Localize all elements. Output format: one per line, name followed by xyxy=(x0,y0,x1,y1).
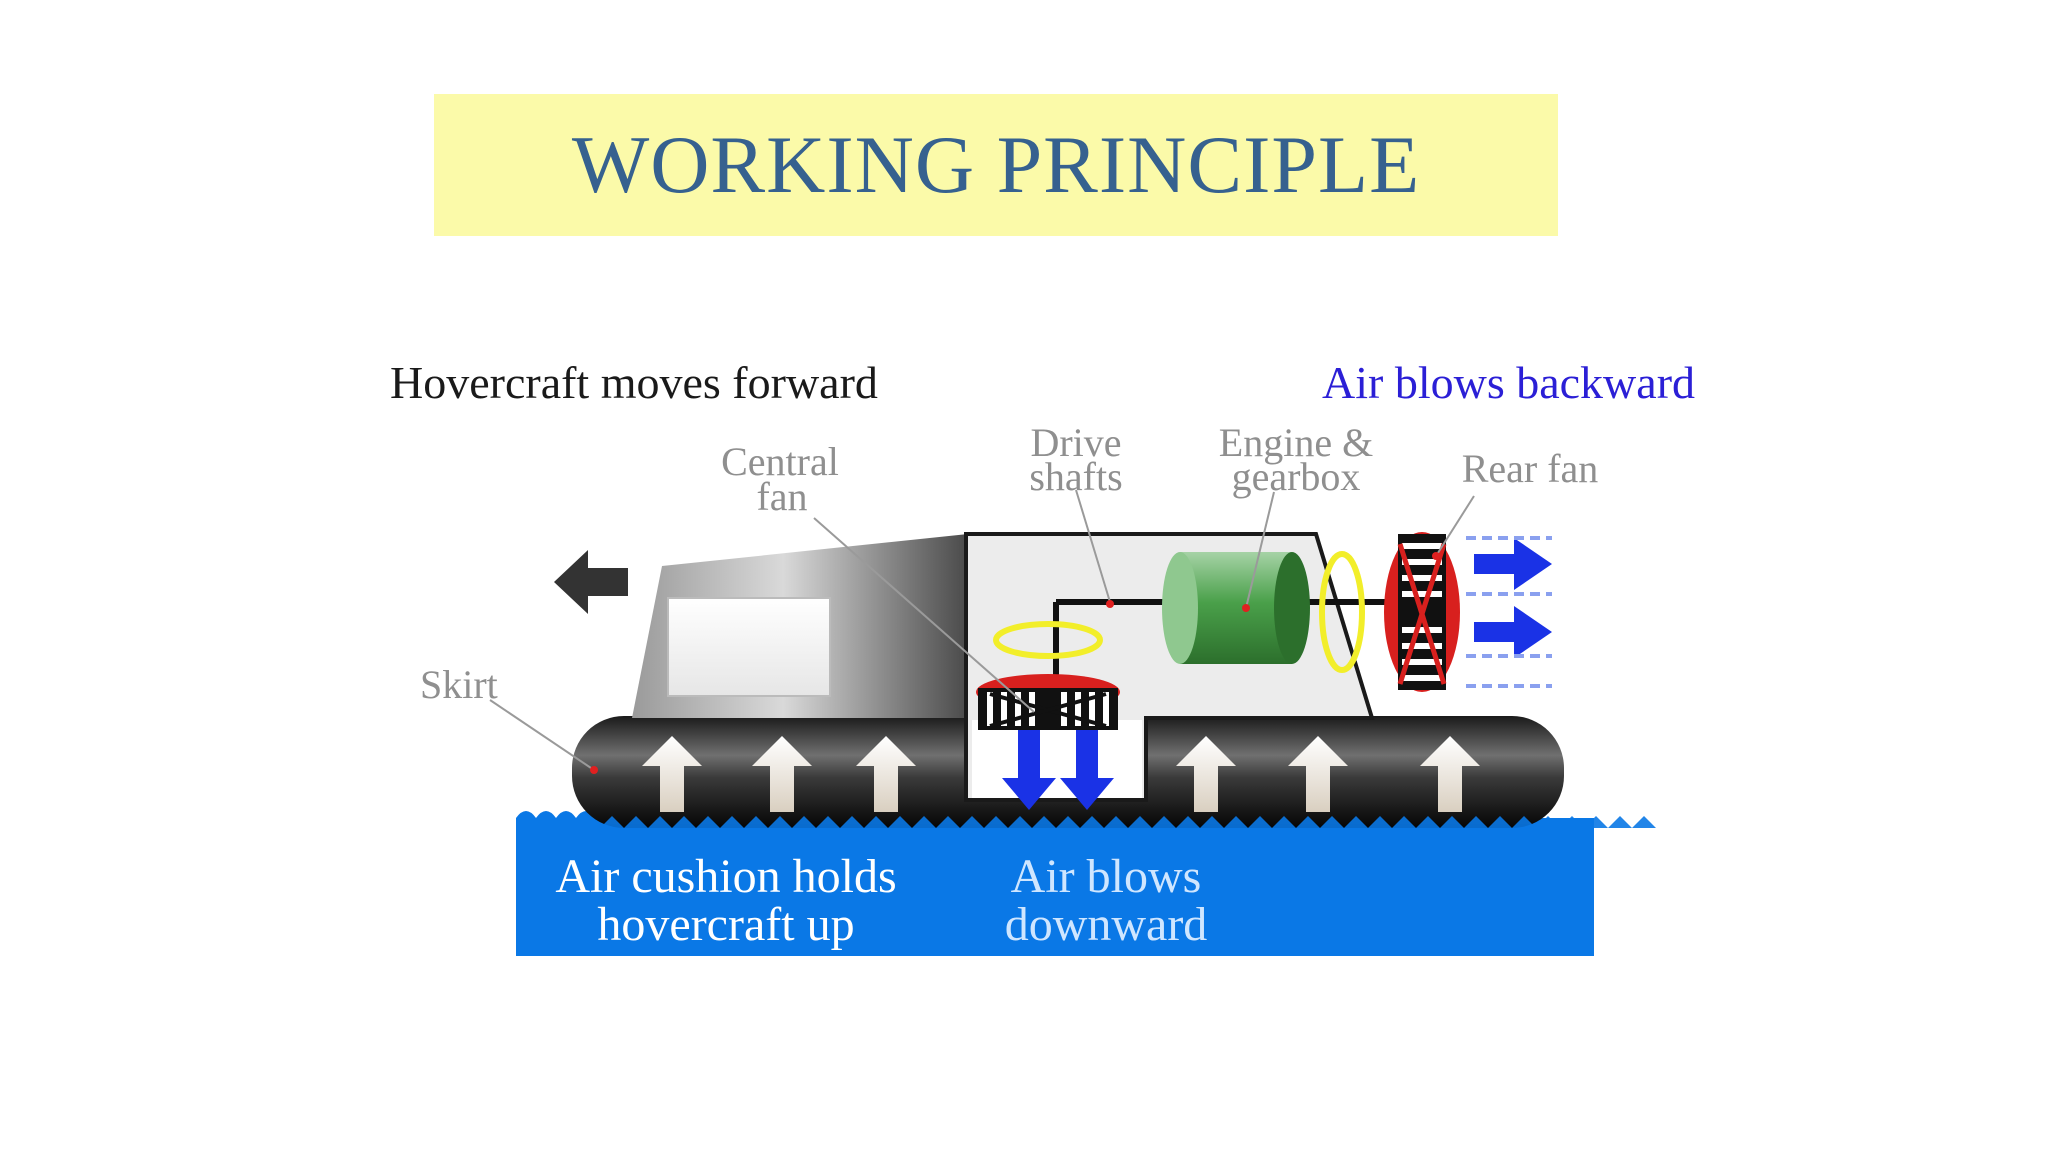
label-cushion-line1: Air cushion holds xyxy=(555,850,896,903)
engine-gearbox xyxy=(1162,552,1310,664)
label-rear-fan: Rear fan xyxy=(1462,446,1599,491)
air-down-arrows xyxy=(1002,724,1114,810)
rear-fan xyxy=(1384,532,1460,692)
skirt-scallops xyxy=(600,816,1656,828)
water xyxy=(516,811,1594,956)
label-drive-shafts-line1: Drive xyxy=(1030,420,1121,465)
cabin-window xyxy=(667,597,831,697)
label-central-fan-line1: Central xyxy=(721,439,839,484)
label-skirt: Skirt xyxy=(420,662,498,707)
label-central-fan-line2: fan xyxy=(756,474,807,519)
label-engine-line2: gearbox xyxy=(1232,454,1361,499)
label-downward-line1: Air blows xyxy=(1011,850,1202,903)
title-banner: WORKING PRINCIPLE xyxy=(434,94,1558,236)
label-cushion-line2: hovercraft up xyxy=(597,898,854,951)
leader-lines xyxy=(489,489,1475,771)
label-engine-line1: Engine & xyxy=(1219,420,1373,465)
label-air-backward: Air blows backward xyxy=(1322,357,1695,408)
label-drive-shafts-line2: shafts xyxy=(1029,454,1122,499)
central-fan-ring xyxy=(993,621,1103,659)
rear-fan-ring xyxy=(1319,551,1365,673)
central-fan-duct xyxy=(972,720,1142,798)
air-backward-arrows xyxy=(1474,538,1552,658)
air-streaks xyxy=(1466,536,1552,688)
central-fan xyxy=(976,674,1120,730)
forward-arrow xyxy=(554,550,628,614)
page-title: WORKING PRINCIPLE xyxy=(571,119,1421,210)
air-up-arrows xyxy=(642,736,1480,812)
callout-dots xyxy=(590,552,1440,774)
label-downward-line2: downward xyxy=(1005,898,1208,951)
label-moves-forward: Hovercraft moves forward xyxy=(390,357,878,408)
